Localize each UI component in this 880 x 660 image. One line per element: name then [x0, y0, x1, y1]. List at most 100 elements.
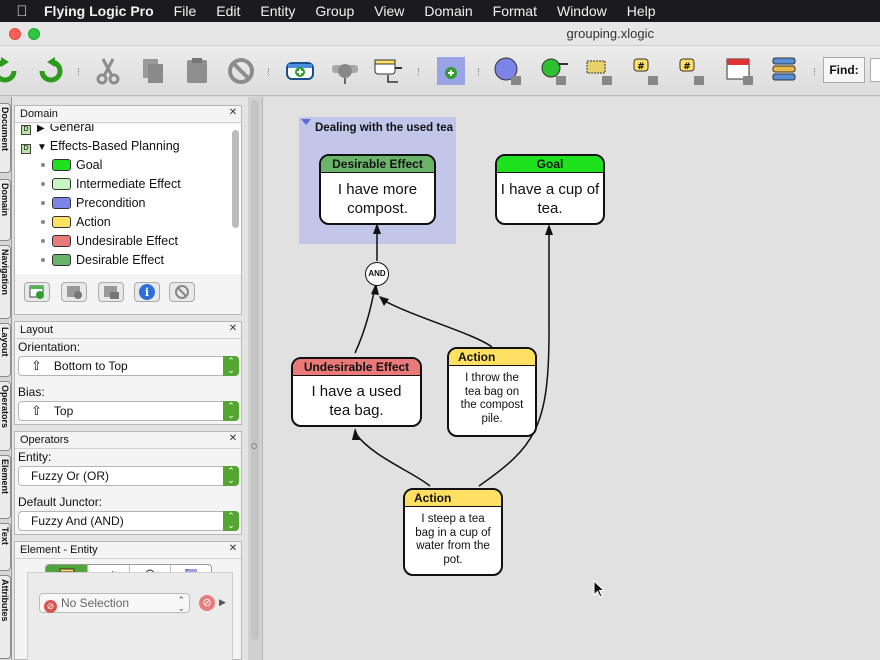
chevron-right-icon[interactable]: ▶ — [37, 124, 45, 134]
new-group-icon[interactable] — [436, 56, 466, 86]
tree-item-action[interactable]: Action — [41, 213, 111, 232]
apple-menu-icon[interactable]:  — [0, 3, 44, 20]
close-icon[interactable]: ✕ — [228, 107, 238, 118]
and-junctor[interactable]: AND — [365, 262, 389, 286]
tree-item-goal[interactable]: Goal — [41, 156, 102, 175]
delete-icon[interactable] — [226, 56, 256, 86]
close-icon[interactable]: ✕ — [228, 433, 238, 444]
tab-attributes[interactable]: Attributes — [0, 575, 11, 659]
menu-domain[interactable]: Domain — [424, 3, 473, 19]
confidence-icon[interactable] — [493, 56, 523, 86]
entity-number-icon[interactable]: # — [630, 56, 660, 86]
tree-item-intermediate-effect[interactable]: Intermediate Effect — [41, 175, 181, 194]
new-junctor-icon[interactable] — [330, 56, 360, 86]
tab-layout[interactable]: Layout — [0, 323, 11, 377]
edge-action1-to-junctor[interactable] — [380, 298, 493, 348]
undo-icon[interactable] — [0, 56, 22, 86]
splitter-scrollbar[interactable] — [251, 100, 259, 640]
menu-edit[interactable]: Edit — [216, 3, 241, 19]
edge-action2-to-undesirable[interactable] — [355, 433, 431, 487]
chevron-right-icon[interactable]: ▶ — [219, 597, 226, 607]
toolbar-separator — [418, 68, 420, 76]
action-swatch — [52, 216, 71, 228]
tree-scrollbar[interactable] — [232, 130, 239, 228]
tab-operators[interactable]: Operators — [0, 381, 11, 451]
cut-icon[interactable] — [93, 56, 123, 86]
tab-text[interactable]: Text — [0, 523, 11, 571]
bias-label: Bias: — [18, 385, 45, 399]
edge-undesirable-to-junctor[interactable] — [354, 286, 376, 354]
paste-icon[interactable] — [182, 56, 212, 86]
close-icon[interactable]: ✕ — [228, 543, 238, 554]
selection-select[interactable]: ⊘No Selection ⌃⌄ — [39, 593, 190, 613]
entity-operator-select[interactable]: Fuzzy Or (OR) ⌃⌄ — [18, 466, 239, 486]
edge-action2-to-goal[interactable] — [478, 227, 550, 487]
tab-element[interactable]: Element — [0, 455, 11, 519]
collapse-triangle-icon[interactable] — [301, 119, 311, 125]
tree-item-undesirable-effect[interactable]: Undesirable Effect — [41, 232, 178, 251]
menu-help[interactable]: Help — [626, 3, 656, 19]
entity-undesirable-effect[interactable]: Undesirable Effect I have a used tea bag… — [291, 357, 422, 427]
orientation-select[interactable]: ⇧Bottom to Top ⌃⌄ — [18, 356, 239, 376]
menu-entity[interactable]: Entity — [260, 3, 296, 19]
menu-view[interactable]: View — [374, 3, 405, 19]
redo-icon[interactable] — [34, 56, 64, 86]
close-window-button[interactable] — [9, 28, 21, 40]
entity-desirable-effect[interactable]: Desirable Effect I have more compost. — [319, 154, 436, 225]
app-menu[interactable]: Flying Logic Pro — [44, 3, 154, 19]
entity-text[interactable]: I have more compost. — [337, 181, 418, 217]
arrowhead — [545, 224, 553, 235]
menu-format[interactable]: Format — [492, 3, 537, 19]
entity-text[interactable]: I steep a tea bag in a cup of water from… — [415, 513, 491, 566]
delete-class-button[interactable] — [98, 282, 124, 302]
resource-icon[interactable] — [770, 56, 800, 86]
clear-selection-icon[interactable]: ⊘ — [199, 595, 215, 611]
panel-splitter[interactable] — [248, 97, 262, 660]
calendar-icon[interactable] — [725, 56, 755, 86]
duplicate-class-button[interactable] — [61, 282, 87, 302]
insert-entity-icon[interactable] — [374, 56, 404, 86]
chevron-down-icon[interactable]: ▼ — [37, 142, 47, 153]
annotation-icon[interactable] — [584, 56, 614, 86]
entity-text[interactable]: I have a used tea bag. — [311, 383, 402, 419]
new-class-icon — [29, 285, 44, 299]
menu-group[interactable]: Group — [315, 3, 355, 19]
element-content — [27, 572, 233, 660]
entity-class-label: Goal — [497, 156, 603, 173]
tab-navigation[interactable]: Navigation — [0, 245, 11, 319]
graph-canvas[interactable]: Dealing with the used tea bag AND Desira… — [262, 97, 880, 660]
splitter-grip[interactable] — [251, 443, 257, 449]
copy-icon[interactable] — [138, 56, 168, 86]
info-icon: i — [139, 284, 155, 300]
prohibited-button[interactable] — [169, 282, 195, 302]
info-button[interactable]: i — [134, 282, 160, 302]
new-class-button[interactable] — [24, 282, 50, 302]
tab-domain[interactable]: Domain — [0, 179, 11, 241]
tree-item-general[interactable]: D▶General — [21, 124, 94, 137]
domain-panel-header: Domain ✕ — [15, 106, 241, 123]
close-icon[interactable]: ✕ — [228, 323, 238, 334]
entity-text[interactable]: I have a cup of tea. — [500, 181, 600, 217]
entity-goal[interactable]: Goal I have a cup of tea. — [495, 154, 605, 225]
tree-item-effects-based-planning[interactable]: D▼Effects-Based Planning — [21, 137, 180, 156]
new-entity-icon[interactable] — [285, 56, 315, 86]
menu-file[interactable]: File — [173, 3, 197, 19]
tree-item-desirable-effect[interactable]: Desirable Effect — [41, 251, 164, 270]
default-junctor-select[interactable]: Fuzzy And (AND) ⌃⌄ — [18, 511, 239, 531]
select-stepper-icon: ⌃⌄ — [177, 595, 185, 613]
group-title: Dealing with the used tea bag — [315, 122, 455, 134]
entity-action-compost[interactable]: Action I throw the tea bag on the compos… — [447, 347, 537, 437]
tree-item-precondition[interactable]: Precondition — [41, 194, 146, 213]
zoom-window-button[interactable] — [28, 28, 40, 40]
entity-action-steep[interactable]: Action I steep a tea bag in a cup of wat… — [403, 488, 503, 576]
goal-swatch — [52, 159, 71, 171]
find-input[interactable] — [870, 58, 880, 82]
tab-document[interactable]: Document — [0, 103, 11, 173]
bias-select[interactable]: ⇧Top ⌃⌄ — [18, 401, 239, 421]
menu-window[interactable]: Window — [556, 3, 607, 19]
edge-number-icon[interactable]: # — [676, 56, 706, 86]
entity-text[interactable]: I throw the tea bag on the compost pile. — [460, 372, 524, 425]
edge-weight-icon[interactable] — [538, 56, 568, 86]
element-panel-title: Element - Entity — [20, 544, 98, 556]
